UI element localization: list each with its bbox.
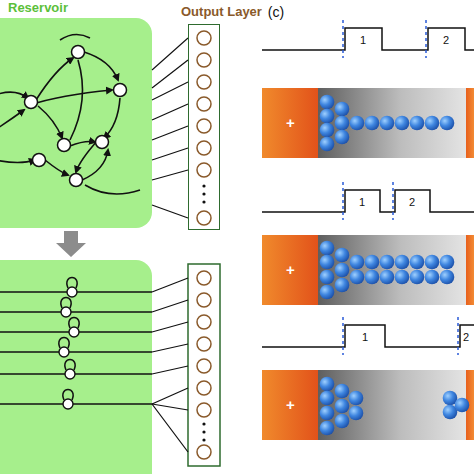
readout-connection xyxy=(152,82,188,100)
reservoir-arrows xyxy=(0,34,140,194)
readout-connection xyxy=(152,60,188,88)
readout-connection xyxy=(152,38,188,70)
pulse-number: 1 xyxy=(359,197,365,208)
electrode: + xyxy=(262,88,318,158)
self-loop-lines xyxy=(0,278,152,410)
readout-connection xyxy=(152,205,188,218)
node-text: + xyxy=(286,262,295,279)
output-layer-box: Output Layer xyxy=(188,24,220,230)
readout-connection xyxy=(152,104,188,120)
ion-particles xyxy=(320,95,470,436)
pulse-number: 1 xyxy=(362,332,368,343)
node-text: + xyxy=(286,397,295,414)
output-neurons xyxy=(197,31,211,459)
reservoir-panel xyxy=(0,18,152,228)
readout-connection xyxy=(152,170,188,180)
pulse-number: 2 xyxy=(409,197,415,208)
pulse-number: 2 xyxy=(463,332,469,343)
pulse-number: 2 xyxy=(443,35,449,46)
panel-letter: (c) xyxy=(268,5,284,19)
output-layer-box xyxy=(188,264,220,466)
node-text: Output Layer xyxy=(181,5,262,19)
readout-connection xyxy=(152,126,188,140)
electrode: + xyxy=(262,370,318,440)
readout-connection xyxy=(152,148,188,160)
node-text: + xyxy=(286,115,295,132)
pulse-trains xyxy=(262,28,474,347)
electrode: + xyxy=(262,235,318,305)
delay-reservoir-panel xyxy=(0,260,152,474)
transform-arrow xyxy=(56,231,86,257)
pulse-number: 1 xyxy=(360,35,366,46)
readout-wires xyxy=(152,278,188,452)
memristor-channels xyxy=(316,88,474,440)
reservoir-panel: Reservoir xyxy=(0,18,152,228)
node-text: Reservoir xyxy=(8,1,68,15)
reservoir-neurons xyxy=(25,46,127,187)
